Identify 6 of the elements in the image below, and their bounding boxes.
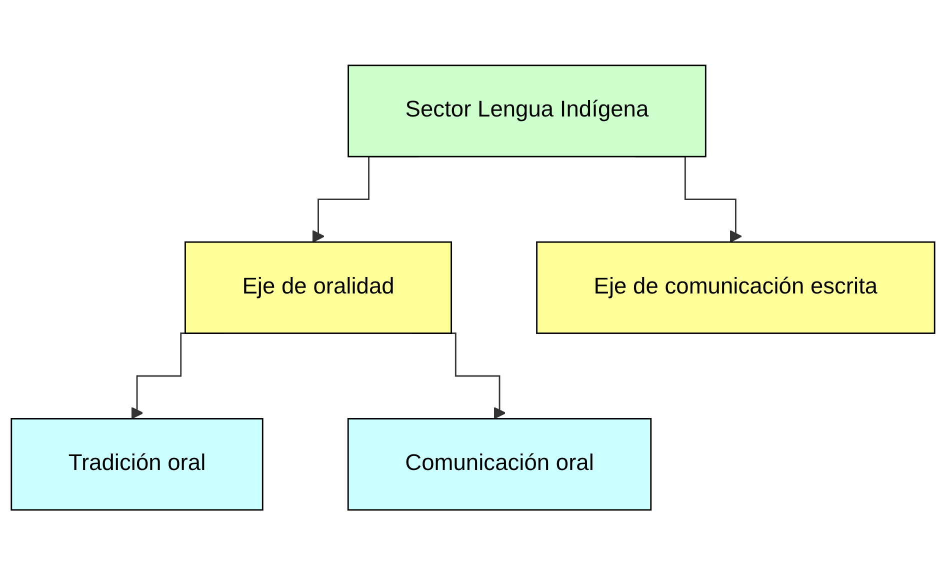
node-box (10, 418, 264, 510)
node-box (536, 241, 936, 334)
flowchart: Sector Lengua Indígena Eje de oralidad Eje de comunicación escrita Tradición oral Comunicación oral (0, 54, 946, 522)
node-box (347, 418, 652, 510)
node-box (348, 64, 706, 158)
node-box (184, 241, 452, 334)
